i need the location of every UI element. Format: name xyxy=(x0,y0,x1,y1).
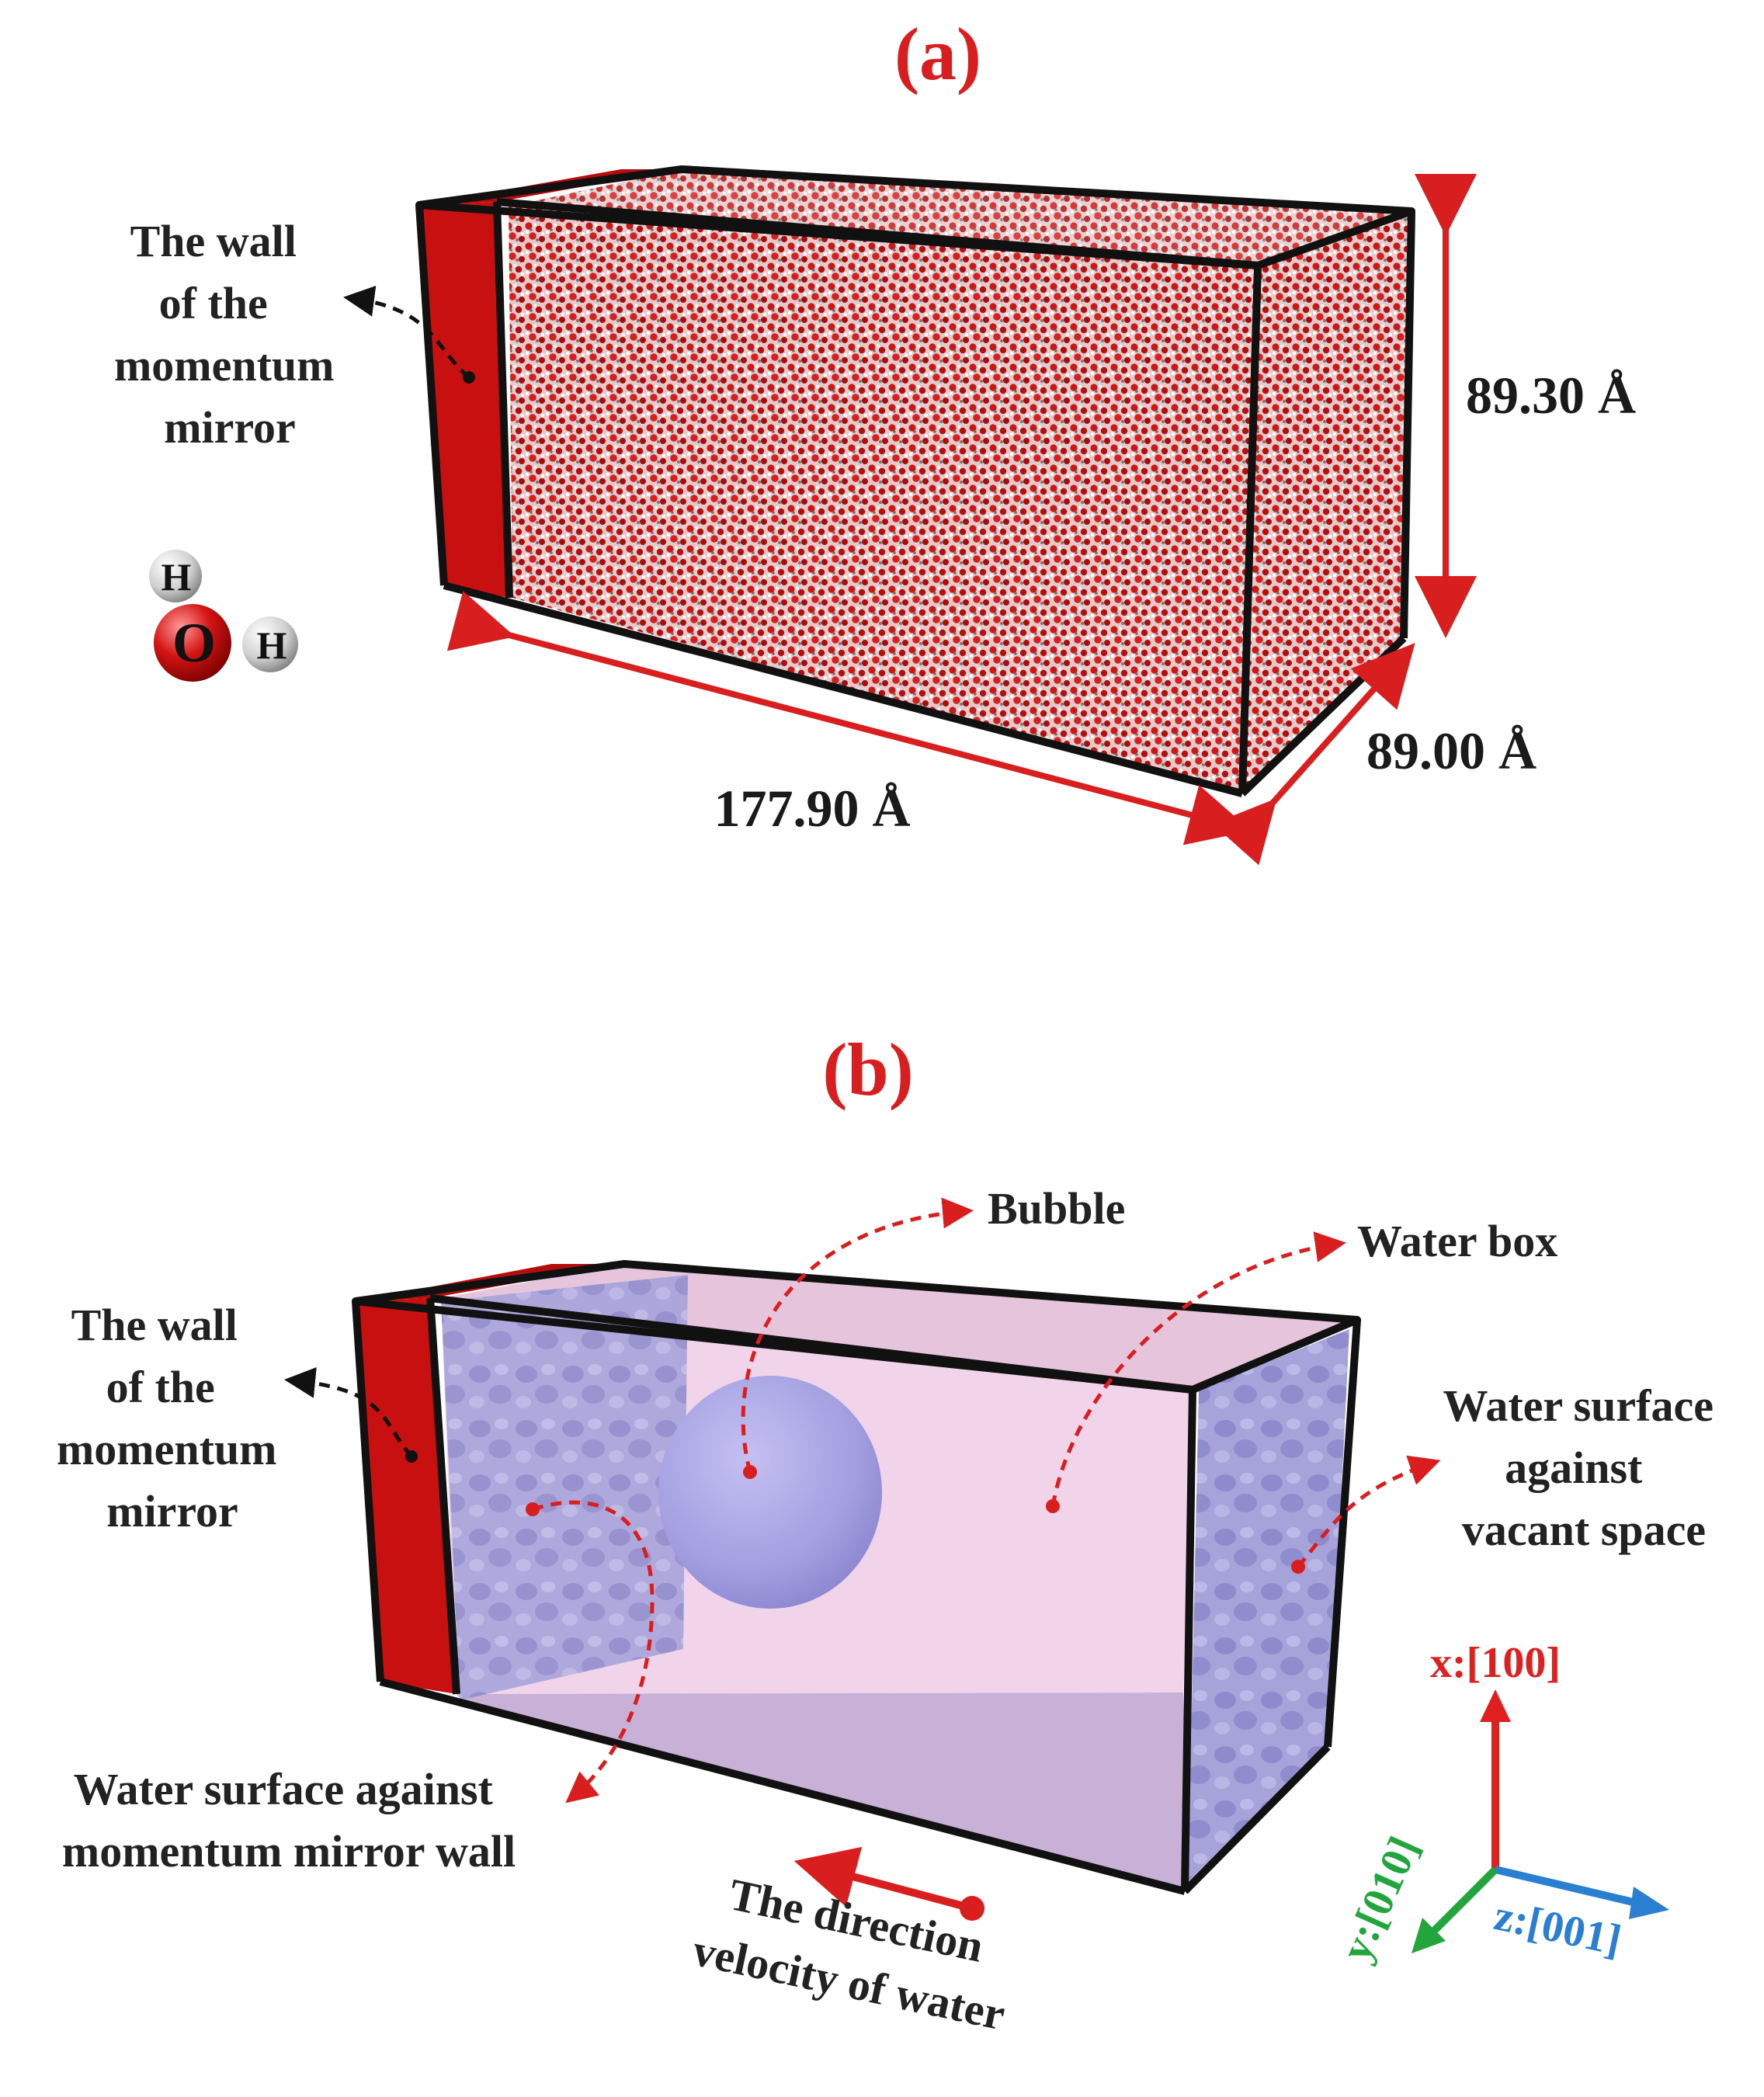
molecule-front-face xyxy=(509,207,1258,792)
water-box-floor xyxy=(457,1693,1188,1888)
surface-vacant-pointer-dot xyxy=(1291,1560,1305,1574)
water-surface-mirror xyxy=(441,1275,688,1700)
dim-length-label: 177.90 Å xyxy=(714,779,910,838)
wall-label-a: The wall of the momentum mirror xyxy=(114,216,346,453)
surface-mirror-label: Water surface against momentum mirror wa… xyxy=(62,1764,516,1877)
box-b-edges xyxy=(352,1260,1361,1895)
bubble-sphere xyxy=(658,1376,882,1609)
panel-b: (b) Bubble Water box xyxy=(57,1028,1725,2040)
water-molecule-icon: O H H xyxy=(149,550,298,682)
axis-x-label: x:[100] xyxy=(1430,1639,1561,1687)
mirror-wall-b xyxy=(356,1298,457,1694)
wall-label-b: The wall of the momentum mirror xyxy=(57,1300,288,1536)
molecule-top-face xyxy=(509,169,1412,266)
oxygen-label: O xyxy=(172,612,216,674)
water-box-pointer-dot xyxy=(1046,1499,1060,1513)
water-box-label: Water box xyxy=(1357,1216,1557,1266)
dim-length-arrow xyxy=(446,591,1252,845)
axis-z-label: z:[001] xyxy=(1490,1891,1625,1965)
axis-z-arrow xyxy=(1494,1866,1641,1908)
bubble-label: Bubble xyxy=(988,1183,1125,1234)
water-box-pointer xyxy=(1050,1231,1346,1507)
molecule-side-face xyxy=(1242,211,1412,792)
bubble-pointer-dot xyxy=(743,1465,757,1479)
surface-mirror-pointer-dot xyxy=(526,1502,540,1516)
panel-b-tag: (b) xyxy=(822,1028,913,1111)
axis-y-arrow xyxy=(1429,1866,1498,1936)
axis-x-head xyxy=(1480,1689,1511,1722)
velocity-arrow-dot xyxy=(960,1896,984,1921)
surface-mirror-pointer xyxy=(532,1500,655,1804)
surface-vacant-pointer xyxy=(1297,1455,1441,1568)
dim-height-label: 89.30 Å xyxy=(1466,366,1636,425)
dim-depth-arrow xyxy=(1212,643,1415,866)
panel-a-tag: (a) xyxy=(894,12,981,95)
surface-vacant-label: Water surface against vacant space xyxy=(1443,1380,1725,1555)
wall-pointer-a-dot xyxy=(463,371,475,384)
velocity-arrow xyxy=(793,1846,974,1912)
velocity-label: The direction velocity of water xyxy=(689,1864,1023,2040)
axis-y-head xyxy=(1412,1918,1446,1953)
dim-depth-label: 89.00 Å xyxy=(1366,721,1537,780)
wall-pointer-b-dot xyxy=(405,1450,418,1463)
hydrogen-label-1: H xyxy=(161,555,192,599)
axes-triad: x:[100] z:[001] y:[010] xyxy=(1332,1639,1669,1968)
hydrogen-label-2: H xyxy=(257,623,287,667)
axis-z-head xyxy=(1629,1887,1669,1919)
wall-pointer-b xyxy=(284,1366,413,1458)
bubble-pointer xyxy=(741,1197,974,1473)
panel-a: (a) 89.30 Å 89.00 Å 177.90 Å The wall xyxy=(114,12,1636,866)
water-surface-vacant xyxy=(1188,1329,1349,1882)
wall-pointer-a xyxy=(343,286,471,379)
